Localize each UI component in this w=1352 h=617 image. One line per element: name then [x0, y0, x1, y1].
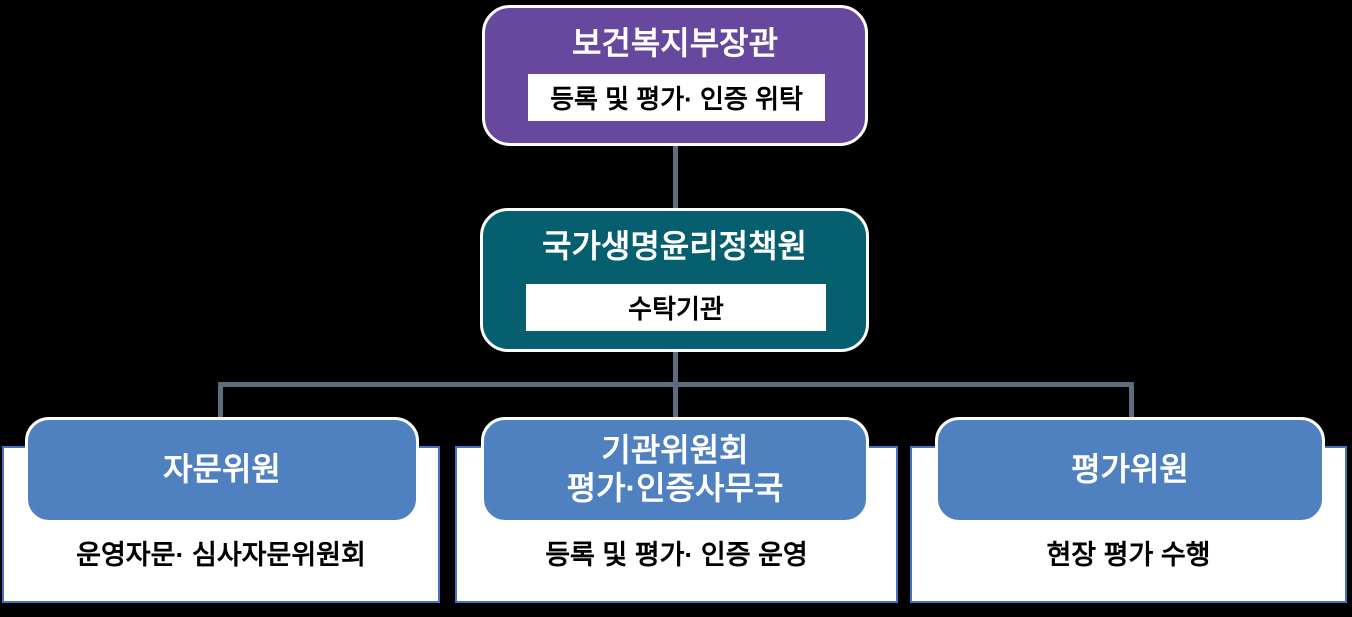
node-institute-title: 국가생명윤리정책원 [542, 228, 807, 264]
node-secretariat-title-line1: 기관위원회 [601, 432, 749, 469]
node-minister: 보건복지부장관 등록 및 평가· 인증 위탁 [482, 5, 868, 146]
node-secretariat-title-line2: 평가·인증사무국 [566, 470, 784, 506]
node-institute: 국가생명윤리정책원 수탁기관 [480, 208, 869, 352]
node-secretariat: 기관위원회 평가·인증사무국 [481, 417, 869, 523]
panel-advisors-label: 운영자문· 심사자문위원회 [76, 540, 366, 570]
node-minister-sublabel: 등록 및 평가· 인증 위탁 [528, 74, 825, 121]
connector-horizontal-bar [218, 382, 1134, 387]
panel-secretariat-label: 등록 및 평가· 인증 운영 [545, 540, 808, 570]
panel-evaluators-label: 현장 평가 수행 [1046, 540, 1211, 570]
node-advisors-title: 자문위원 [163, 451, 281, 488]
node-minister-title: 보건복지부장관 [571, 25, 779, 61]
node-evaluators: 평가위원 [935, 417, 1325, 523]
connector-left-drop [218, 382, 223, 417]
connector-right-drop [1129, 382, 1134, 417]
node-institute-sublabel: 수탁기관 [526, 284, 826, 331]
connector-minister-institute [673, 145, 678, 210]
node-evaluators-title: 평가위원 [1071, 451, 1189, 488]
node-advisors: 자문위원 [25, 417, 419, 523]
